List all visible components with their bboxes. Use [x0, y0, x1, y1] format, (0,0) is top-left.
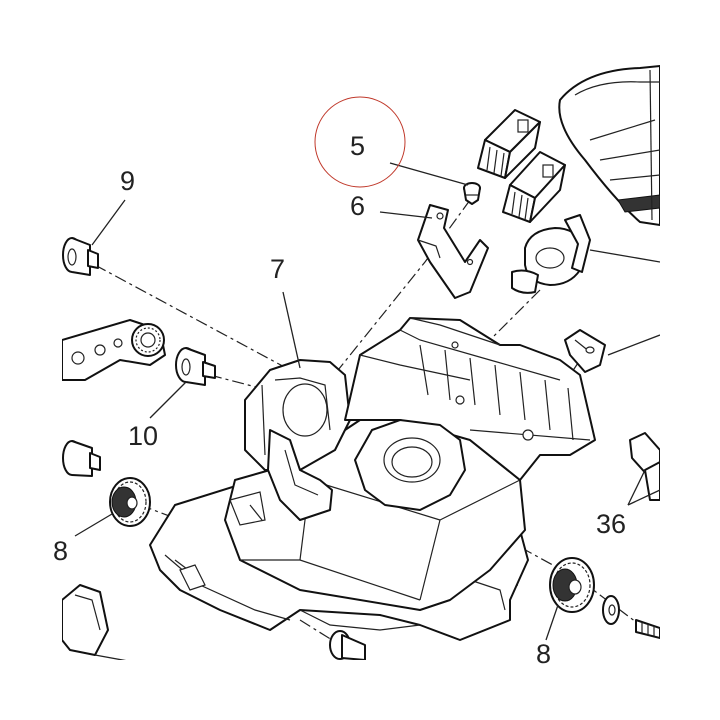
callout-8-right: 8 [536, 639, 551, 669]
screw-bottom-right [635, 619, 660, 639]
callout-8-left: 8 [53, 536, 68, 566]
callout-36: 36 [596, 509, 626, 539]
gear-part-8-right [549, 557, 595, 613]
spring-clip-part [564, 329, 606, 373]
washer-part [602, 595, 620, 625]
pad-part-36 [629, 432, 660, 501]
connector-upper [477, 109, 541, 179]
bottom-washer-part [329, 630, 366, 660]
bottom-left-part-15 [62, 584, 109, 656]
connector-lower [502, 151, 566, 223]
stud-part-9 [62, 237, 99, 276]
main-housing-part-7 [149, 317, 596, 641]
lever-linkage-part [62, 319, 166, 381]
callout-9: 9 [120, 166, 135, 196]
callout-15: 15 [165, 658, 195, 688]
stud-part-10 [175, 347, 216, 386]
callout-6: 6 [350, 191, 365, 221]
bracket-part-6 [417, 204, 489, 299]
gear-part-8-left [109, 477, 151, 527]
screw-part-5 [463, 182, 481, 205]
highlight-circle [314, 96, 406, 188]
callout-5: 5 [350, 131, 365, 161]
callout-7: 7 [270, 254, 285, 284]
leader-lines [74, 162, 660, 660]
stud-part-lower-left [62, 440, 101, 477]
small-gear [131, 323, 165, 357]
top-right-housing-part [558, 65, 660, 226]
callout-10: 10 [128, 421, 158, 451]
hose-clip-part [511, 214, 591, 294]
